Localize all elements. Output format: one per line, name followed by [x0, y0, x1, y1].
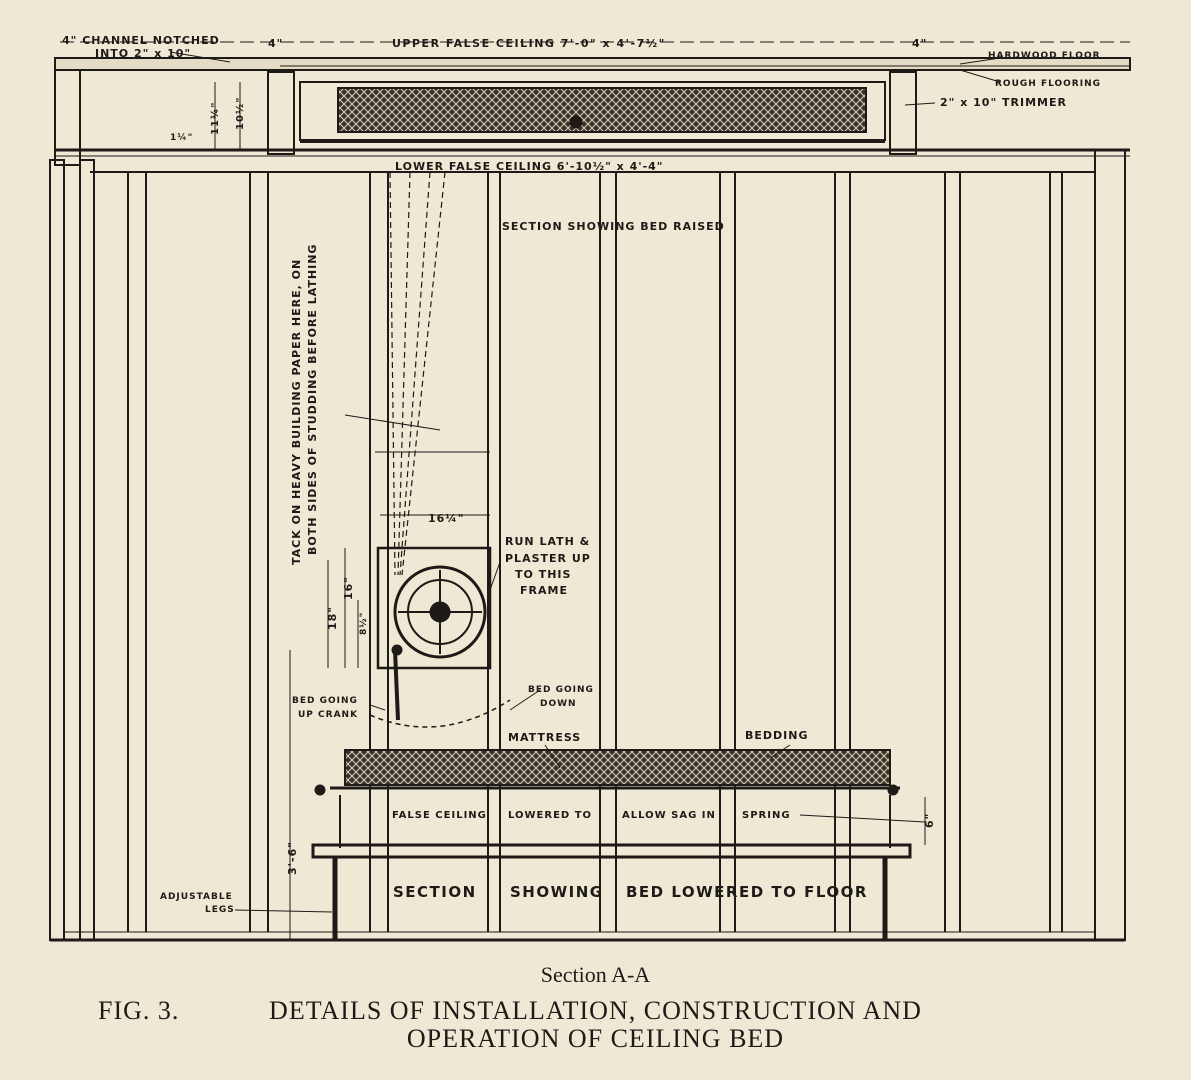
dimension-lines	[60, 41, 1130, 940]
studding	[127, 172, 1063, 932]
label-bed-going-up-2: UP CRANK	[298, 710, 358, 720]
label-false-ceiling: FALSE CEILING	[392, 810, 487, 821]
walls	[49, 149, 1126, 942]
label-adjustable-legs-1: ADJUSTABLE	[160, 892, 233, 902]
cable-lines	[389, 171, 446, 576]
text-labels: 4" CHANNEL NOTCHED INTO 2" x 10" 4" UPPE…	[62, 34, 1101, 915]
dim-3-6: 3'-6"	[286, 841, 299, 875]
raised-bed	[299, 81, 886, 143]
dim-16-quarter: 16¼"	[428, 512, 464, 525]
dim-1-quarter: 1¼"	[170, 132, 193, 143]
dim-4-right: 4"	[912, 37, 927, 50]
label-bed-going-down-1: BED GOING	[528, 685, 594, 695]
ceiling-bed-section-drawing: 4" CHANNEL NOTCHED INTO 2" x 10" 4" UPPE…	[49, 34, 1131, 942]
upper-floor-structure	[54, 57, 1131, 173]
label-run-lath-2: PLASTER UP	[505, 552, 591, 565]
dim-18: 18"	[326, 606, 339, 630]
label-channel-notched: 4" CHANNEL NOTCHED	[62, 34, 220, 47]
dim-4-left: 4"	[268, 37, 283, 50]
label-section-bed-raised: SECTION SHOWING BED RAISED	[502, 220, 725, 233]
label-bedding: BEDDING	[745, 729, 809, 742]
label-tack-line1: TACK ON HEAVY BUILDING PAPER HERE, ON	[290, 259, 303, 565]
dim-8-half: 8½"	[358, 612, 369, 635]
label-hardwood-floor: HARDWOOD FLOOR	[988, 51, 1101, 61]
figure-number: FIG. 3.	[98, 996, 180, 1025]
label-section-lowered-1: SECTION	[393, 883, 477, 901]
label-trimmer: 2" x 10" TRIMMER	[940, 96, 1067, 109]
label-section-lowered-2: SHOWING	[510, 883, 604, 901]
leader-lines	[169, 51, 1001, 913]
label-mattress: MATTRESS	[508, 731, 581, 744]
figure-title-line2: OPERATION OF CEILING BED	[406, 1024, 785, 1053]
label-lower-false-ceiling: LOWER FALSE CEILING 6'-10½" x 4'-4"	[395, 160, 664, 173]
section-caption: Section A-A	[540, 962, 651, 987]
label-spring: SPRING	[742, 810, 791, 821]
label-section-lowered-3: BED LOWERED TO FLOOR	[626, 883, 868, 901]
label-run-lath-4: FRAME	[520, 584, 568, 597]
dim-11-quarter: 11¼"	[209, 102, 221, 135]
label-bed-going-down-2: DOWN	[540, 699, 577, 709]
dim-16: 16"	[342, 576, 355, 600]
winding-frame	[369, 546, 511, 728]
label-upper-false-ceiling: UPPER FALSE CEILING 7'-0" x 4'-7½"	[392, 37, 666, 50]
label-rough-flooring: ROUGH FLOORING	[995, 79, 1101, 89]
figure-title-line1: DETAILS OF INSTALLATION, CONSTRUCTION AN…	[269, 996, 922, 1025]
dim-10-half: 10½"	[235, 97, 246, 130]
label-tack-line2: BOTH SIDES OF STUDDING BEFORE LATHING	[306, 244, 319, 555]
label-allow-sag-in: ALLOW SAG IN	[622, 810, 716, 821]
label-run-lath-3: TO THIS	[515, 568, 571, 581]
label-run-lath-1: RUN LATH &	[505, 535, 590, 548]
lowered-bed	[311, 749, 912, 940]
label-lowered-to: LOWERED TO	[508, 810, 592, 821]
dim-6: 6"	[923, 813, 936, 828]
label-into-2x10: INTO 2" x 10"	[95, 47, 191, 60]
label-bed-going-up-1: BED GOING	[292, 696, 358, 706]
label-adjustable-legs-2: LEGS	[205, 905, 235, 915]
